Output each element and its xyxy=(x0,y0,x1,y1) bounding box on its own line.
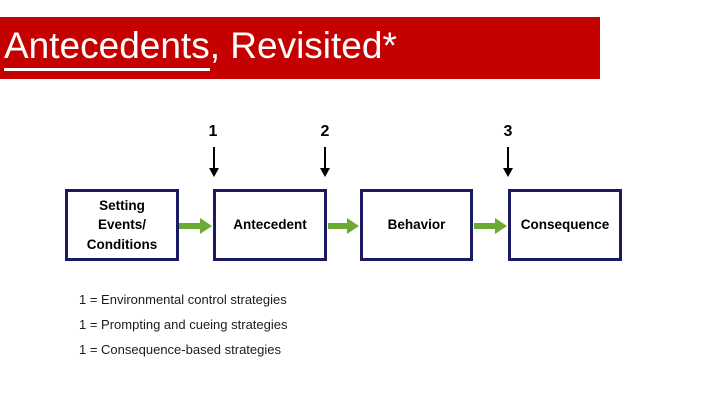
slide-title: Antecedents, Revisited* xyxy=(0,25,397,71)
right-arrow-icon-3 xyxy=(474,218,507,234)
title-banner: Antecedents, Revisited* xyxy=(0,17,600,79)
flow-box-antecedent: Antecedent xyxy=(213,189,327,261)
arrow-head xyxy=(495,218,507,234)
marker-label-2: 2 xyxy=(320,123,330,140)
marker-label-1: 1 xyxy=(208,123,218,140)
title-underlined-word: Antecedents xyxy=(4,25,210,71)
right-arrow-icon-2 xyxy=(328,218,359,234)
legend-line-1: 1 = Environmental control strategies xyxy=(79,292,287,307)
arrow-shaft xyxy=(328,223,347,229)
down-arrow-icon-3 xyxy=(503,147,513,177)
legend-line-3: 1 = Consequence-based strategies xyxy=(79,342,281,357)
arrow-head xyxy=(347,218,359,234)
title-rest: , Revisited* xyxy=(209,25,397,66)
flow-box-consequence: Consequence xyxy=(508,189,622,261)
right-arrow-icon-1 xyxy=(179,218,212,234)
down-arrow-icon-1 xyxy=(209,147,219,177)
flow-box-setting-events: Setting Events/ Conditions xyxy=(65,189,179,261)
down-arrow-icon-2 xyxy=(320,147,330,177)
legend-line-2: 1 = Prompting and cueing strategies xyxy=(79,317,288,332)
arrow-head xyxy=(200,218,212,234)
arrow-shaft xyxy=(474,223,495,229)
flow-box-behavior: Behavior xyxy=(360,189,473,261)
marker-label-3: 3 xyxy=(503,123,513,140)
arrow-shaft xyxy=(179,223,200,229)
legend: 1 = Environmental control strategies 1 =… xyxy=(79,293,288,368)
